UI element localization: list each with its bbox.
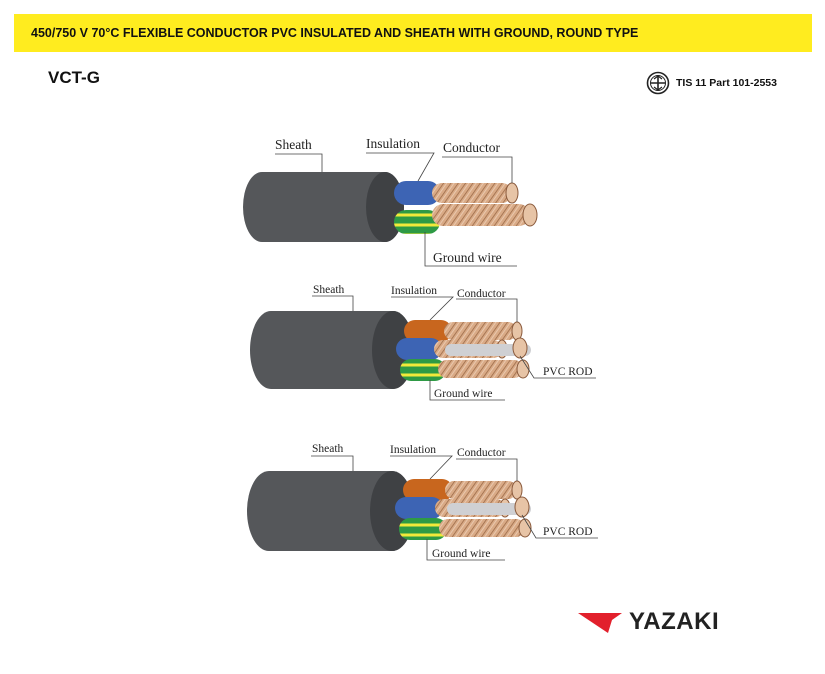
label-insulation: Insulation (390, 444, 436, 456)
ground-conductor (439, 519, 525, 537)
label-sheath: Sheath (313, 284, 345, 296)
insulation-brown (404, 320, 452, 342)
label-pvc-rod: PVC ROD (543, 526, 593, 538)
ground-conductor-end (518, 518, 532, 538)
pvc-rod (447, 503, 531, 515)
label-insulation: Insulation (391, 285, 437, 297)
insulation-ground (399, 518, 447, 540)
cable-diagram-1: Sheath Insulation Conductor Ground wire (243, 136, 538, 267)
ground-conductor-end (516, 359, 530, 379)
ground-conductor-end (522, 203, 538, 227)
cable-diagram-2: Sheath Insulation Conductor Ground wire … (250, 284, 596, 401)
cable-diagram-3: Sheath Insulation Conductor Ground wire … (247, 443, 598, 561)
brand-name: YAZAKI (629, 608, 720, 635)
conductor-strands (445, 481, 517, 499)
insulation-blue (395, 497, 443, 519)
title-banner: 450/750 V 70°C FLEXIBLE CONDUCTOR PVC IN… (14, 14, 812, 52)
label-ground-wire: Ground wire (434, 388, 492, 400)
standard-text: TIS 11 Part 101-2553 (676, 77, 777, 89)
ground-conductor (438, 360, 523, 378)
standard-mark: TIS 11 Part 101-2553 (646, 71, 777, 95)
insulation-ground (400, 359, 446, 381)
conductor-end (512, 337, 528, 359)
tis-mark-icon (646, 71, 670, 95)
ground-conductor (432, 204, 530, 226)
conductor-end (511, 321, 523, 341)
label-pvc-rod: PVC ROD (543, 366, 593, 378)
insulation-blue (396, 338, 442, 360)
sheath-shape (243, 172, 404, 242)
yazaki-logo-icon (578, 613, 622, 633)
conductor-end (514, 496, 530, 518)
product-code: VCT-G (48, 68, 100, 87)
label-sheath: Sheath (275, 137, 312, 152)
label-sheath: Sheath (312, 443, 344, 455)
label-insulation: Insulation (366, 136, 420, 151)
conductor-end (511, 480, 523, 500)
brand: YAZAKI (578, 608, 719, 636)
insulation-blue (394, 181, 440, 205)
insulation-ground (394, 210, 440, 234)
sheath-end (366, 172, 404, 242)
label-conductor: Conductor (443, 140, 500, 155)
pvc-rod (445, 344, 531, 356)
sheath-shape (247, 471, 414, 551)
label-ground-wire: Ground wire (432, 548, 490, 560)
sheath-shape (250, 311, 414, 389)
banner-title: 450/750 V 70°C FLEXIBLE CONDUCTOR PVC IN… (31, 26, 639, 40)
insulation-brown (403, 479, 453, 501)
conductor-strands (432, 183, 512, 203)
label-conductor: Conductor (457, 447, 506, 459)
label-conductor: Conductor (457, 288, 506, 300)
conductor-end (505, 182, 519, 204)
conductor-strands (444, 322, 517, 340)
label-ground-wire: Ground wire (433, 250, 502, 265)
